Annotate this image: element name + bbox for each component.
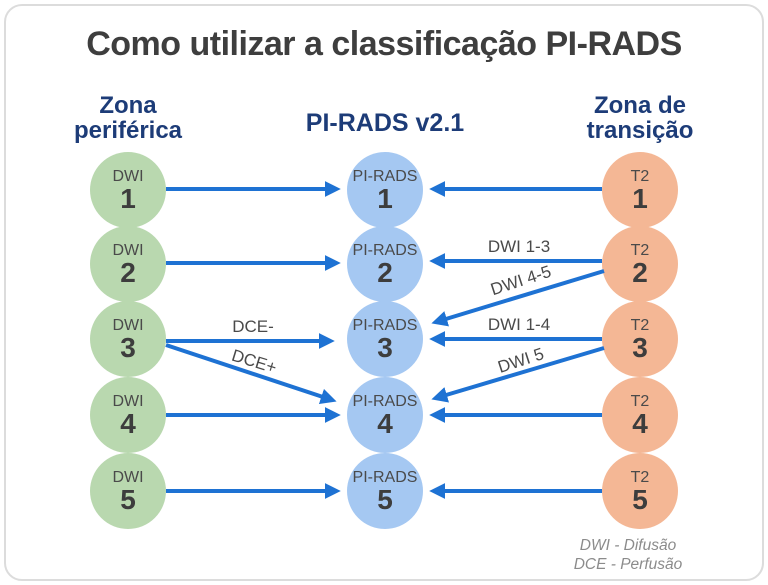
node-pirads-5: PI-RADS 5 [347, 453, 423, 529]
arrow-label-dwi-1-3: DWI 1-3 [487, 237, 551, 256]
node-label: PI-RADS [352, 316, 418, 334]
arrow-label-dwi-4-5: DWI 4-5 [488, 261, 554, 300]
node-dwi-3: DWI 3 [90, 301, 166, 377]
node-dwi-1: DWI 1 [90, 152, 166, 228]
node-label: T2 [630, 316, 650, 334]
legend-line-dce: DCE - Perfusão [573, 556, 683, 573]
node-label: PI-RADS [352, 167, 418, 185]
column-header-pirads: PI-RADS v2.1 [285, 111, 485, 136]
node-value: 2 [377, 256, 393, 288]
header-line: Zona de [593, 92, 686, 119]
node-label: DWI [112, 316, 144, 334]
page-title: Como utilizar a classificação PI-RADS [86, 25, 682, 63]
node-label: DWI [112, 468, 144, 486]
node-dwi-5: DWI 5 [90, 453, 166, 529]
node-value: 3 [632, 331, 648, 363]
arrow-label-dce-plus: DCE+ [229, 345, 279, 378]
node-pirads-1: PI-RADS 1 [347, 152, 423, 228]
node-label: DWI [112, 167, 144, 185]
node-t2-3: T2 3 [602, 301, 678, 377]
column-header-peripheral-zone: Zona periférica [48, 93, 208, 143]
node-t2-1: T2 1 [602, 152, 678, 228]
node-value: 5 [632, 483, 648, 515]
node-value: 3 [120, 331, 136, 363]
node-value: 5 [120, 483, 136, 515]
node-label: DWI [112, 392, 144, 410]
node-label: T2 [630, 468, 650, 486]
node-value: 2 [120, 256, 136, 288]
node-value: 3 [377, 331, 393, 363]
arrow-label-dce-minus: DCE- [232, 317, 274, 336]
legend: DWI - Difusão DCE - Perfusão [528, 536, 728, 574]
node-t2-2: T2 2 [602, 226, 678, 302]
node-value: 5 [377, 483, 393, 515]
legend-line-dwi: DWI - Difusão [579, 537, 677, 554]
node-value: 4 [377, 407, 393, 439]
header-line: periférica [73, 117, 183, 144]
node-t2-5: T2 5 [602, 453, 678, 529]
node-dwi-4: DWI 4 [90, 377, 166, 453]
header-line: Zona [99, 92, 157, 119]
node-value: 2 [632, 256, 648, 288]
node-dwi-2: DWI 2 [90, 226, 166, 302]
column-header-transition-zone: Zona de transição [560, 93, 720, 143]
node-value: 1 [632, 182, 648, 214]
header-line: transição [586, 117, 694, 144]
node-value: 1 [120, 182, 136, 214]
arrow-label-dwi-1-4: DWI 1-4 [487, 315, 551, 334]
node-label: T2 [630, 241, 650, 259]
node-t2-4: T2 4 [602, 377, 678, 453]
node-label: PI-RADS [352, 392, 418, 410]
node-value: 4 [120, 407, 136, 439]
node-label: T2 [630, 167, 650, 185]
node-pirads-4: PI-RADS 4 [347, 377, 423, 453]
node-value: 1 [377, 182, 393, 214]
node-pirads-2: PI-RADS 2 [347, 226, 423, 302]
node-label: T2 [630, 392, 650, 410]
node-label: DWI [112, 241, 144, 259]
node-label: PI-RADS [352, 468, 418, 486]
arrow-label-dwi-5: DWI 5 [495, 344, 547, 377]
node-value: 4 [632, 407, 648, 439]
header-line: PI-RADS v2.1 [305, 109, 465, 137]
node-label: PI-RADS [352, 241, 418, 259]
node-pirads-3: PI-RADS 3 [347, 301, 423, 377]
